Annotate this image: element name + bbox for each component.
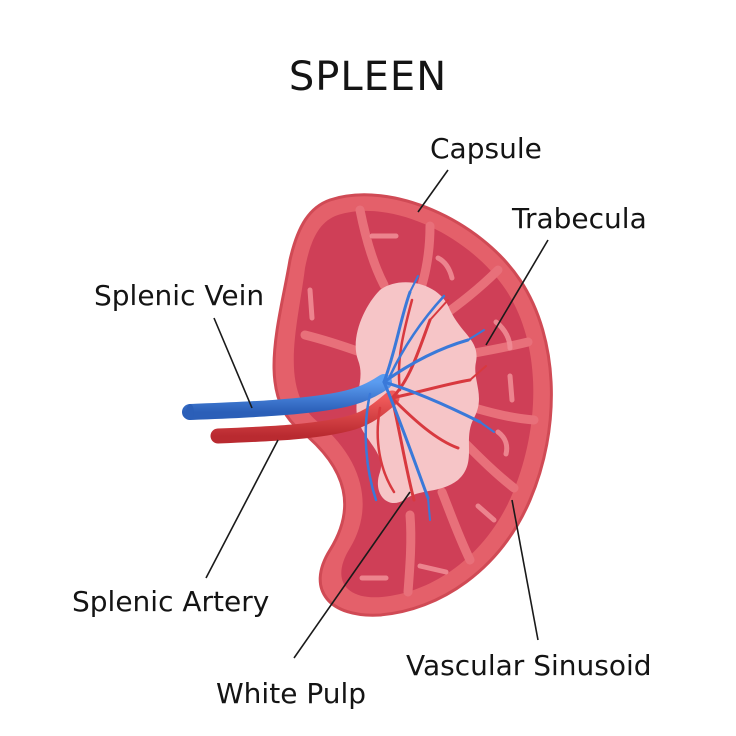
capsule-leader <box>417 169 449 213</box>
vascular-sinusoid-label: Vascular Sinusoid <box>406 649 652 682</box>
vascular-sinusoid-leader <box>511 499 539 641</box>
splenic-artery-leader <box>205 439 279 579</box>
diagram-title: SPLEEN <box>289 54 447 100</box>
splenic-vein <box>182 275 495 521</box>
white-pulp-label: White Pulp <box>216 677 366 710</box>
splenic-artery-label: Splenic Artery <box>72 585 269 618</box>
splenic-vein-leader <box>213 317 253 409</box>
splenic-vein-label: Splenic Vein <box>94 279 264 312</box>
trabecula-leader <box>485 239 549 346</box>
trabecula-label: Trabecula <box>511 202 647 235</box>
splenic-artery <box>210 298 487 502</box>
capsule-label: Capsule <box>430 132 542 165</box>
white-pulp-leader <box>293 491 411 659</box>
